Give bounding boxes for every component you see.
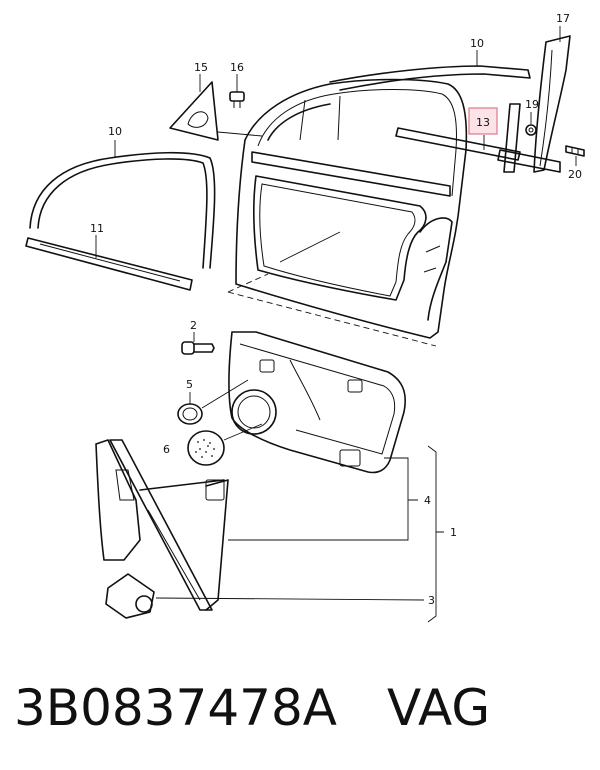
lower-trim-strip — [497, 103, 561, 173]
part-17-pillar-trim — [533, 26, 571, 173]
part-10-window-seal — [29, 140, 216, 269]
part-11-frame-seal — [329, 50, 531, 91]
part-13-belt-strip — [395, 127, 521, 161]
callout-12: 11 — [90, 222, 104, 235]
callout-15: 15 — [194, 61, 208, 74]
callout-17: 17 — [556, 12, 570, 25]
door-shell — [227, 78, 468, 347]
callout-13-highlight: 13 — [468, 107, 498, 135]
brand-name: VAG — [387, 679, 491, 737]
callout-one: 1 — [450, 526, 457, 539]
callout-four: 4 — [424, 494, 431, 507]
part-12-lower-seal-strip — [25, 235, 193, 291]
part-16-clip — [229, 74, 245, 108]
exploded-parts-diagram: 17 10 15 16 19 10 20 11 2 5 6 4 1 3 13 — [25, 12, 585, 623]
part-caption: 3B0837478A VAG — [14, 668, 594, 748]
part-3-window-regulator — [95, 439, 229, 619]
part-19-nut — [525, 112, 537, 136]
callout-11: 10 — [470, 37, 484, 50]
callout-16: 16 — [230, 61, 244, 74]
callout-2: 2 — [190, 319, 197, 332]
callout-5: 5 — [186, 378, 193, 391]
part-2-bolt — [181, 332, 215, 355]
callout-20: 20 — [568, 168, 582, 181]
bracket-leaders — [155, 445, 444, 623]
part-20-screw — [565, 145, 585, 166]
part-4-carrier-plate — [228, 331, 406, 474]
part-15-mirror-cover — [169, 74, 263, 141]
callout-13: 13 — [476, 116, 490, 129]
part-6-speaker-foam — [187, 423, 263, 466]
part-5-grommet — [177, 379, 249, 425]
callout-10: 10 — [108, 125, 122, 138]
callout-6: 6 — [163, 443, 170, 456]
callout-three: 3 — [428, 594, 435, 607]
callout-19: 19 — [525, 98, 539, 111]
part-number: 3B0837478A — [14, 679, 337, 737]
